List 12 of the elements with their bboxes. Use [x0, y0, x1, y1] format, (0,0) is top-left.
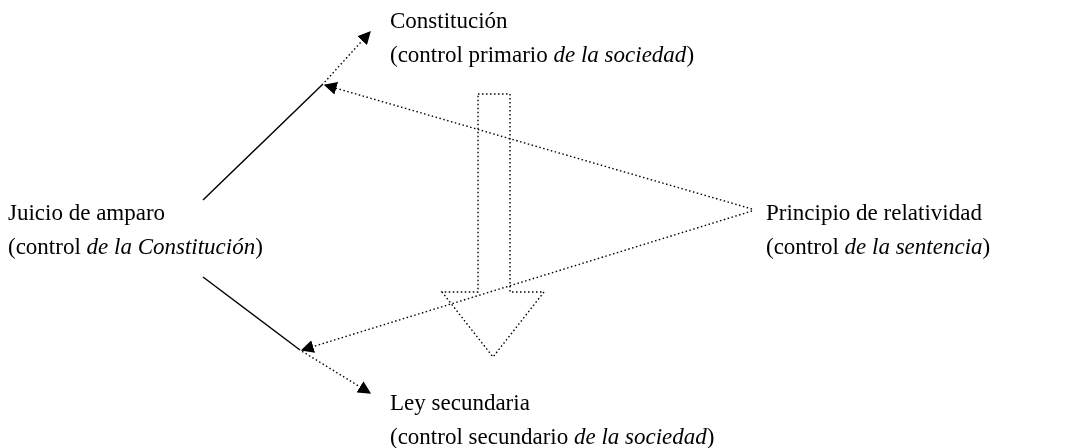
node-title: Constitución: [390, 7, 508, 35]
node-subtitle: (control de la Constitución): [8, 233, 263, 261]
node-title: Principio de relatividad: [766, 199, 982, 227]
arrow: [202, 276, 372, 394]
arrow: [300, 210, 753, 353]
node-subtitle: (control de la sentencia): [766, 233, 991, 261]
node-title: Ley secundaria: [390, 389, 530, 417]
arrow: [323, 82, 753, 210]
node-title: Juicio de amparo: [8, 199, 166, 227]
node-subtitle: (control primario de la sociedad): [390, 41, 695, 69]
block-arrow: [440, 93, 546, 359]
arrow: [202, 31, 371, 201]
